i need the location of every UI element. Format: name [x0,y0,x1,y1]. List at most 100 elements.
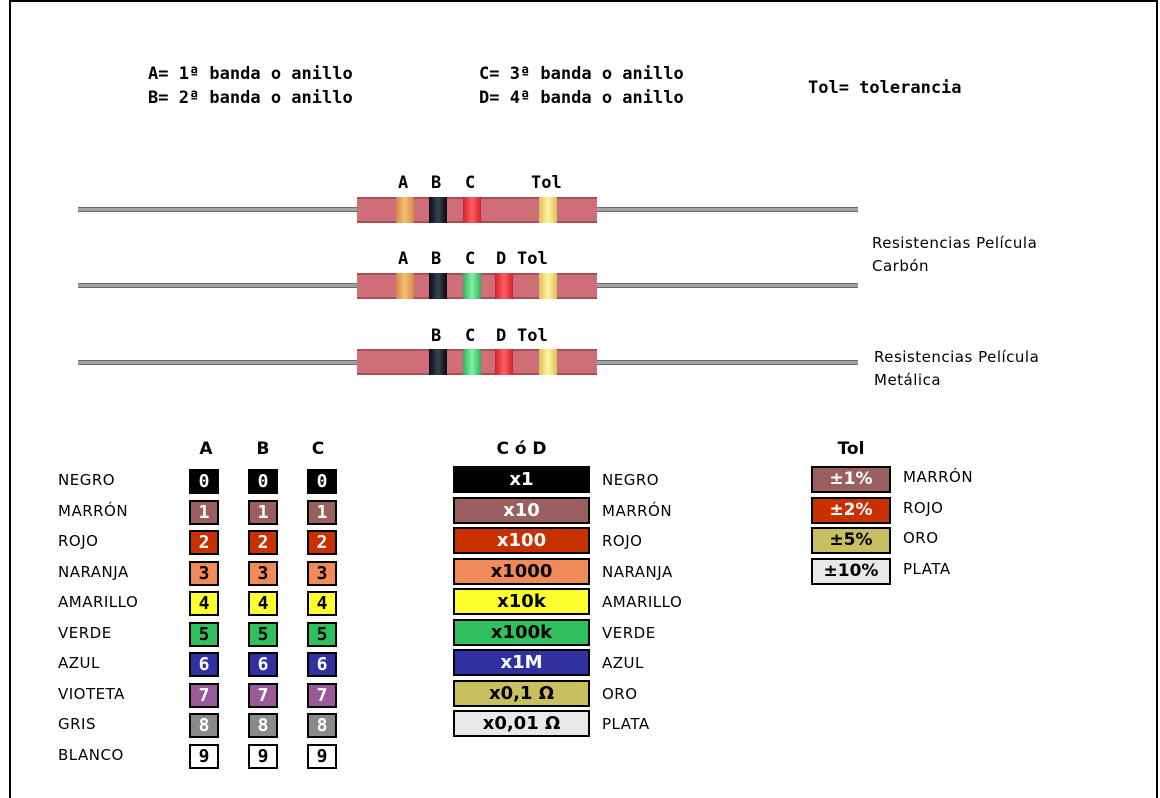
digit-cell: 7 [307,682,337,708]
legend-b: B= 2ª banda o anillo [148,88,353,108]
digit-cell: 3 [248,560,278,586]
tolerance-color-name: MARRÓN [903,468,974,486]
digit-cell: 1 [307,499,337,525]
digit-cell: 4 [248,591,278,616]
digit-cell: 5 [248,621,278,647]
digit-cell: 0 [248,469,278,494]
legend-a: A= 1ª banda o anillo [148,64,353,84]
band-d [495,273,513,299]
digit-cell: 5 [307,621,337,647]
digit-cell: 6 [189,652,219,677]
color-name: MARRÓN [58,501,129,520]
digit-header-a: A [199,439,213,459]
digit-cell: 2 [248,530,278,555]
digit-cell: 0 [189,469,219,494]
band-label: B [431,326,442,346]
color-name: AMARILLO [58,593,139,611]
multiplier-color-name: MARRÓN [602,501,673,520]
multiplier-color-name: NEGRO [602,471,660,489]
band-c [463,197,481,223]
color-name: VIOTETA [58,684,125,703]
legend-c: C= 3ª banda o anillo [479,64,684,84]
digit-cell: 9 [248,743,278,769]
legend-d: D= 4ª banda o anillo [479,88,684,108]
band-tol [539,273,557,299]
tolerance-color-name: ORO [903,529,939,547]
digit-cell: 6 [307,652,337,677]
caption-carbon-line1: Resistencias Película [872,234,1038,252]
band-label: B [431,249,442,269]
band-label: A [398,173,409,193]
band-d [495,349,513,375]
color-name: NEGRO [58,471,116,489]
multiplier-cell: x10k [453,588,590,615]
band-b [429,197,447,223]
multiplier-color-name: ROJO [602,532,643,550]
multiplier-cell: x100k [453,618,590,646]
digit-cell: 1 [189,499,219,525]
digit-cell: 0 [307,469,337,494]
multiplier-color-name: AZUL [602,654,644,672]
band-c [463,349,481,375]
band-label: Tol [517,326,548,346]
multiplier-cell: x1M [453,649,590,676]
color-name: VERDE [58,623,112,642]
caption-metal-line1: Resistencias Película [874,348,1040,366]
band-a [396,197,414,223]
tolerance-cell: ±10% [811,557,891,585]
band-label: C [465,249,476,269]
band-b [429,349,447,375]
band-label: A [398,249,409,269]
multiplier-header: C ó D [496,439,547,459]
multiplier-cell: x10 [453,496,590,524]
band-c [463,273,481,299]
multiplier-cell: x1 [453,466,590,493]
color-name: ROJO [58,532,99,550]
digit-cell: 3 [189,560,219,586]
multiplier-color-name: NARANJA [602,562,673,581]
digit-cell: 9 [307,743,337,769]
digit-cell: 8 [189,713,219,738]
tolerance-header: Tol [837,439,865,459]
digit-cell: 9 [189,743,219,769]
band-label: C [465,326,476,346]
digit-cell: 3 [307,560,337,586]
digit-cell: 6 [248,652,278,677]
digit-header-c: C [311,439,325,459]
band-tol [539,349,557,375]
band-label: Tol [517,249,548,269]
multiplier-cell: x100 [453,527,590,554]
digit-header-b: B [256,439,270,459]
band-tol [539,197,557,223]
band-label: D [496,326,507,346]
digit-cell: 2 [307,530,337,555]
legend-tol: Tol= tolerancia [808,78,962,98]
caption-carbon-line2: Carbón [872,257,930,275]
color-name: BLANCO [58,745,124,764]
digit-cell: 8 [248,713,278,738]
digit-cell: 5 [189,621,219,647]
digit-cell: 7 [189,682,219,708]
band-b [429,273,447,299]
caption-metal-line2: Metálica [874,371,942,389]
digit-cell: 4 [307,591,337,616]
band-label: B [431,173,442,193]
band-label: Tol [531,173,562,193]
band-label: C [465,173,476,193]
digit-cell: 7 [248,682,278,708]
tolerance-color-name: PLATA [903,559,951,578]
digit-cell: 4 [189,591,219,616]
multiplier-color-name: AMARILLO [602,593,683,611]
tolerance-cell: ±2% [811,496,891,524]
digit-cell: 1 [248,499,278,525]
tolerance-cell: ±5% [811,527,891,554]
multiplier-cell: x0,1 Ω [453,679,590,707]
multiplier-cell: x1000 [453,557,590,585]
digit-cell: 2 [189,530,219,555]
band-a [396,273,414,299]
color-name: GRIS [58,715,96,733]
digit-cell: 8 [307,713,337,738]
band-label: D [496,249,507,269]
color-name: AZUL [58,654,100,672]
multiplier-cell: x0,01 Ω [453,710,590,737]
